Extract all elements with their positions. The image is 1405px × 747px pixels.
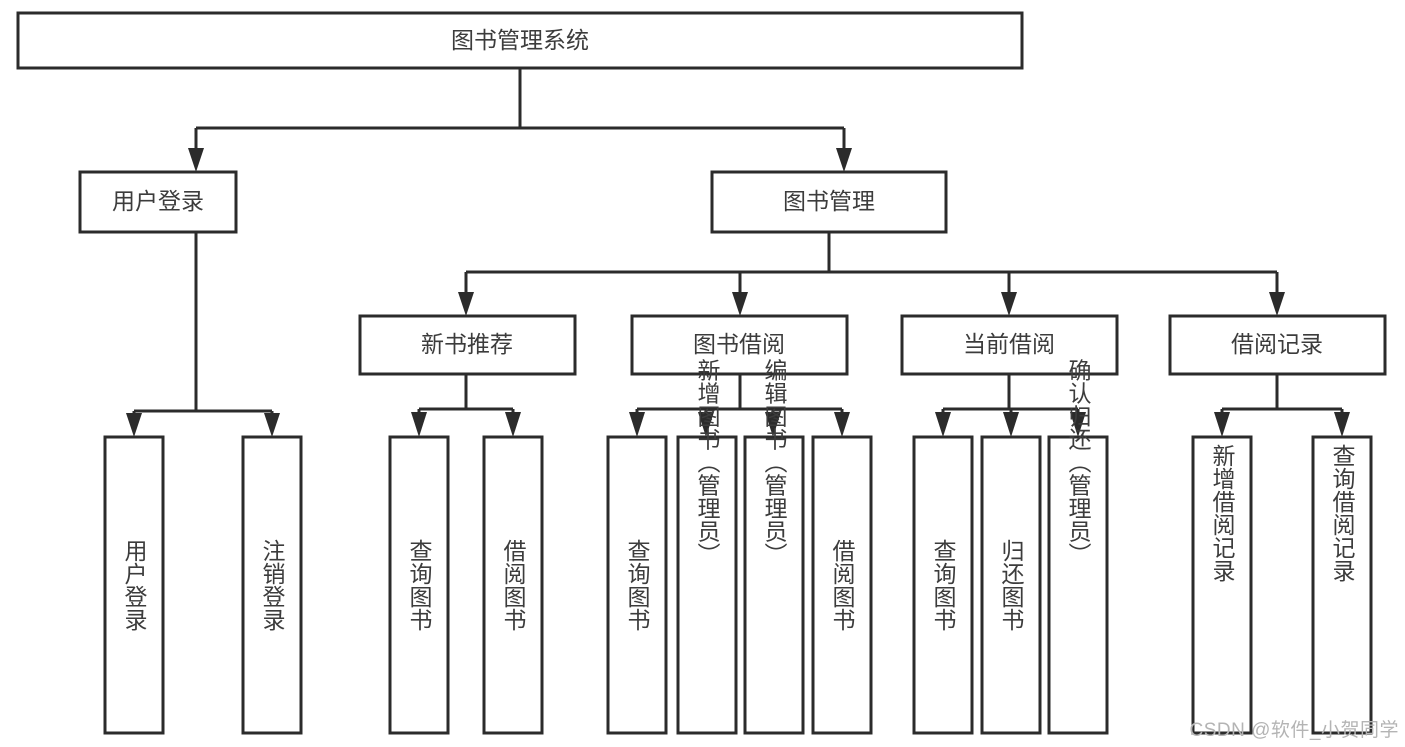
arrow-head-leaf-query-book-3 xyxy=(935,412,951,437)
node-leaf-edit-book-label: 编辑图书（管理员） xyxy=(761,359,788,566)
node-leaf-query-book-2-label: 查询图书 xyxy=(624,539,651,631)
arrow-head-current-borrow xyxy=(1001,292,1017,316)
arrow-head-leaf-borrow-book-1 xyxy=(505,412,521,437)
node-leaf-query-book-3[interactable]: 查询图书 xyxy=(912,435,974,735)
connector-borrow-record-to-leaves xyxy=(1214,374,1350,437)
node-user-login[interactable]: 用户登录 xyxy=(78,170,238,234)
node-leaf-add-record-label: 新增借阅记录 xyxy=(1209,444,1236,582)
node-borrow-record-box[interactable] xyxy=(1168,314,1387,376)
arrow-head-new-book-rec xyxy=(458,292,474,316)
node-leaf-query-book-3-label: 查询图书 xyxy=(930,539,957,631)
node-leaf-borrow-book-2-box[interactable] xyxy=(811,435,873,735)
arrow-head-leaf-add-record xyxy=(1214,412,1230,437)
node-leaf-borrow-book-1-label: 借阅图书 xyxy=(500,539,527,631)
node-book-borrow-box[interactable] xyxy=(630,314,849,376)
arrow-head-leaf-query-record xyxy=(1334,412,1350,437)
node-leaf-query-book-3-box[interactable] xyxy=(912,435,974,735)
node-root-label: 图书管理系统 xyxy=(451,27,589,53)
node-current-borrow-box[interactable] xyxy=(900,314,1119,376)
node-leaf-logout-label: 注销登录 xyxy=(259,539,286,631)
arrow-head-leaf-edit-book xyxy=(765,412,781,437)
node-leaf-borrow-book-1-box[interactable] xyxy=(482,435,544,735)
connector-book-borrow-to-leaves xyxy=(629,374,850,437)
arrow-head-borrow-record xyxy=(1269,292,1285,316)
node-leaf-add-book[interactable]: 新增图书（管理员） xyxy=(676,359,738,735)
arrow-head-leaf-return-book xyxy=(1003,412,1019,437)
connector-book-manage-to-level3 xyxy=(458,232,1285,316)
node-leaf-query-record[interactable]: 查询借阅记录 xyxy=(1311,435,1373,735)
arrow-head-book-borrow xyxy=(732,292,748,316)
node-leaf-add-record-box[interactable] xyxy=(1191,435,1253,735)
arrow-head-book-manage xyxy=(836,148,852,172)
node-leaf-logout[interactable]: 注销登录 xyxy=(241,435,303,735)
arrow-head-leaf-query-book-2 xyxy=(629,412,645,437)
node-leaf-user-login-box[interactable] xyxy=(103,435,165,735)
node-user-login-box[interactable] xyxy=(78,170,238,234)
connector-root-to-level2 xyxy=(188,68,852,172)
arrow-head-user-login xyxy=(188,148,204,172)
node-leaf-return-book[interactable]: 归还图书 xyxy=(980,435,1042,735)
connector-new-book-rec-to-leaves xyxy=(411,374,521,437)
node-leaf-query-book-1[interactable]: 查询图书 xyxy=(388,435,450,735)
node-root[interactable]: 图书管理系统 xyxy=(16,11,1024,70)
node-leaf-add-book-box[interactable] xyxy=(676,435,738,735)
node-root-box[interactable] xyxy=(16,11,1024,70)
node-leaf-add-book-label: 新增图书（管理员） xyxy=(694,359,721,566)
node-book-manage-box[interactable] xyxy=(710,170,948,234)
node-user-login-label: 用户登录 xyxy=(112,188,204,214)
node-book-manage-label: 图书管理 xyxy=(783,188,875,214)
node-leaf-query-book-1-label: 查询图书 xyxy=(406,539,433,631)
node-leaf-logout-box[interactable] xyxy=(241,435,303,735)
node-leaf-edit-book[interactable]: 编辑图书（管理员） xyxy=(743,359,805,735)
node-leaf-user-login-label: 用户登录 xyxy=(121,539,148,631)
node-new-book-rec[interactable]: 新书推荐 xyxy=(358,314,577,376)
node-leaf-add-record[interactable]: 新增借阅记录 xyxy=(1191,435,1253,735)
node-leaf-query-record-box[interactable] xyxy=(1311,435,1373,735)
node-book-manage[interactable]: 图书管理 xyxy=(710,170,948,234)
connector-current-borrow-to-leaves xyxy=(935,374,1086,437)
arrow-head-leaf-logout xyxy=(264,413,280,437)
node-leaf-borrow-book-2[interactable]: 借阅图书 xyxy=(811,435,873,735)
node-leaf-return-book-label: 归还图书 xyxy=(998,539,1025,631)
node-leaf-confirm-return-label: 确认归还（管理员） xyxy=(1065,359,1092,566)
node-new-book-rec-box[interactable] xyxy=(358,314,577,376)
node-leaf-query-record-label: 查询借阅记录 xyxy=(1329,444,1356,582)
node-leaf-query-book-2[interactable]: 查询图书 xyxy=(606,435,668,735)
node-current-borrow[interactable]: 当前借阅 xyxy=(900,314,1119,376)
node-new-book-rec-label: 新书推荐 xyxy=(421,331,513,357)
arrow-head-leaf-borrow-book-2 xyxy=(834,412,850,437)
connector-user-login-to-leaves xyxy=(126,232,280,437)
node-leaf-user-login[interactable]: 用户登录 xyxy=(103,435,165,735)
node-leaf-query-book-2-box[interactable] xyxy=(606,435,668,735)
node-borrow-record-label: 借阅记录 xyxy=(1231,331,1323,357)
arrow-head-leaf-query-book-1 xyxy=(411,412,427,437)
node-leaf-borrow-book-2-label: 借阅图书 xyxy=(829,539,856,631)
node-leaf-return-book-box[interactable] xyxy=(980,435,1042,735)
node-leaf-query-book-1-box[interactable] xyxy=(388,435,450,735)
arrow-head-leaf-add-book xyxy=(698,412,714,437)
node-borrow-record[interactable]: 借阅记录 xyxy=(1168,314,1387,376)
node-book-borrow-label: 图书借阅 xyxy=(693,331,785,357)
node-leaf-confirm-return[interactable]: 确认归还（管理员） xyxy=(1047,359,1109,735)
node-leaf-edit-book-box[interactable] xyxy=(743,435,805,735)
node-current-borrow-label: 当前借阅 xyxy=(963,331,1055,357)
arrow-head-leaf-confirm-return xyxy=(1070,412,1086,437)
node-book-borrow[interactable]: 图书借阅 xyxy=(630,314,849,376)
node-leaf-confirm-return-box[interactable] xyxy=(1047,435,1109,735)
arrow-head-leaf-user-login xyxy=(126,413,142,437)
node-leaf-borrow-book-1[interactable]: 借阅图书 xyxy=(482,435,544,735)
